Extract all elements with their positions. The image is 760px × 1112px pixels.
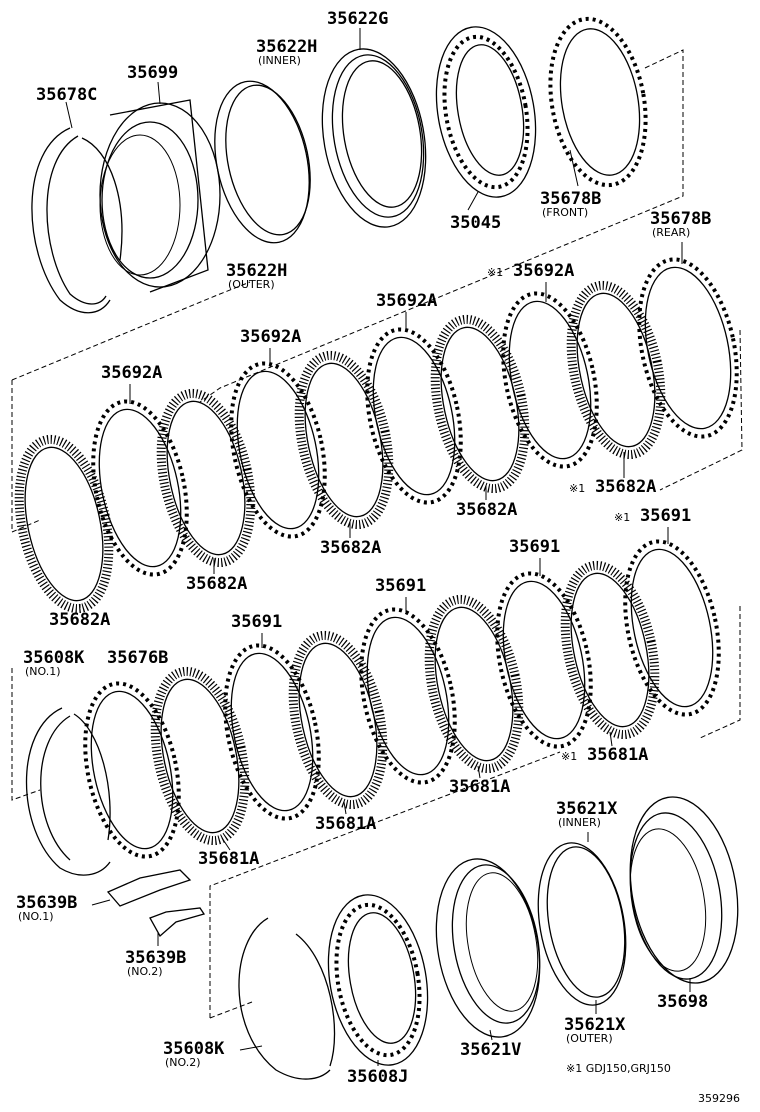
part-labels: 35678C3569935622H(INNER)35622G35622H(OUT… xyxy=(16,9,711,1087)
part-number-35682A-3: 35682A xyxy=(320,538,381,558)
footnote-mark: ※1 xyxy=(487,266,503,279)
part-number-35691-3: 35691 xyxy=(375,576,426,596)
part-number-35682A-4: 35682A xyxy=(186,574,247,594)
part-number-35681A-2: 35681A xyxy=(449,777,510,797)
snap-ring-35608K-no2 xyxy=(238,917,336,1080)
spring-retainer-35045 xyxy=(435,26,537,198)
part-number-35622H-outer: 35622H xyxy=(226,261,287,281)
part-number-35681A-1: 35681A xyxy=(587,745,648,765)
part-qualifier-35639B-1: (NO.1) xyxy=(18,910,54,923)
part-number-35682A-1: 35682A xyxy=(595,477,656,497)
part-qualifier-35678B-front: (FRONT) xyxy=(542,206,588,219)
part-number-35691-1: 35691 xyxy=(640,506,691,526)
part-number-35678B-rear: 35678B xyxy=(650,209,711,229)
clips-35639B xyxy=(106,869,206,938)
part-number-35678C: 35678C xyxy=(36,85,97,105)
o-ring-35622H xyxy=(214,80,311,244)
part-number-35699: 35699 xyxy=(127,63,178,83)
part-qualifier-35639B-2: (NO.2) xyxy=(127,965,163,978)
leader-lines xyxy=(65,28,691,1066)
part-number-35639B-1: 35639B xyxy=(16,893,77,913)
part-number-35639B-2: 35639B xyxy=(125,948,186,968)
part-number-35698: 35698 xyxy=(657,992,708,1012)
figure-number: 359296 xyxy=(698,1092,740,1105)
part-number-35608K-2: 35608K xyxy=(163,1039,225,1059)
part-qualifier-35608K-2: (NO.2) xyxy=(165,1056,201,1069)
footnote-mark: ※1 xyxy=(569,482,585,495)
part-number-35622H-inner: 35622H xyxy=(256,37,317,57)
part-qualifier-35622H-outer: (OUTER) xyxy=(228,278,275,291)
disc-set-row2 xyxy=(14,257,739,614)
part-number-35608K-1: 35608K xyxy=(23,648,85,668)
part-number-35621X-inner: 35621X xyxy=(556,799,618,819)
piston-35621V xyxy=(435,858,541,1038)
footnote-mark: ※1 xyxy=(561,750,577,763)
part-number-35621V: 35621V xyxy=(460,1040,521,1060)
part-number-35692A-2: 35692A xyxy=(376,291,437,311)
footnote: ※1 GDJ150,GRJ150 xyxy=(566,1062,671,1075)
part-number-35622G: 35622G xyxy=(327,9,388,29)
disc-set-row3 xyxy=(26,539,721,876)
part-qualifier-35621X-outer: (OUTER) xyxy=(566,1032,613,1045)
part-number-35678B-front: 35678B xyxy=(540,189,601,209)
part-number-35045: 35045 xyxy=(450,213,501,233)
part-number-35681A-4: 35681A xyxy=(198,849,259,869)
part-number-35608J: 35608J xyxy=(347,1067,408,1087)
part-number-35691-4: 35691 xyxy=(231,612,282,632)
part-qualifier-35621X-inner: (INNER) xyxy=(558,816,601,829)
plate-35678B-front xyxy=(548,16,648,188)
part-number-35621X-outer: 35621X xyxy=(564,1015,626,1035)
group-outlines xyxy=(11,49,743,1019)
part-number-35692A-4: 35692A xyxy=(101,363,162,383)
part-number-35681A-3: 35681A xyxy=(315,814,376,834)
part-number-35692A-3: 35692A xyxy=(240,327,301,347)
piston-35622G xyxy=(321,48,427,228)
part-qualifier-35678B-rear: (REAR) xyxy=(652,226,690,239)
spring-retainer-35608J xyxy=(327,894,429,1066)
part-number-35676B: 35676B xyxy=(107,648,168,668)
part-number-35682A-5: 35682A xyxy=(49,610,110,630)
o-ring-35621X xyxy=(537,842,627,1006)
snap-ring-35678C xyxy=(31,127,123,314)
footnote-mark: ※1 xyxy=(614,511,630,524)
part-number-35691-2: 35691 xyxy=(509,537,560,557)
part-qualifier-35622H-inner: (INNER) xyxy=(258,54,301,67)
part-number-35682A-2: 35682A xyxy=(456,500,517,520)
cylinder-35698 xyxy=(629,796,739,984)
part-number-35692A-1: 35692A xyxy=(513,261,574,281)
part-qualifier-35608K-1: (NO.1) xyxy=(25,665,61,678)
